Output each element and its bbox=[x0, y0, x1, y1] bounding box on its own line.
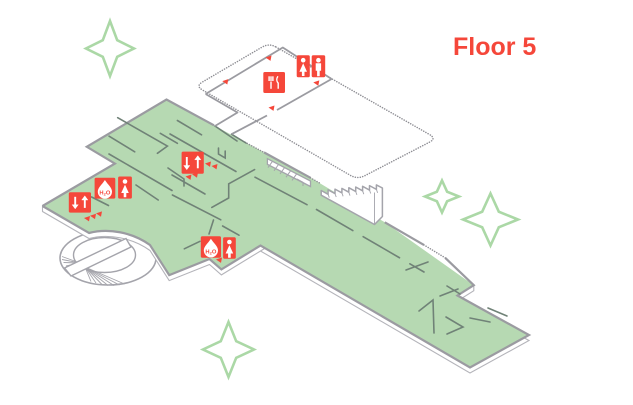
svg-text:H2O: H2O bbox=[205, 249, 216, 255]
svg-text:H2O: H2O bbox=[99, 191, 110, 197]
